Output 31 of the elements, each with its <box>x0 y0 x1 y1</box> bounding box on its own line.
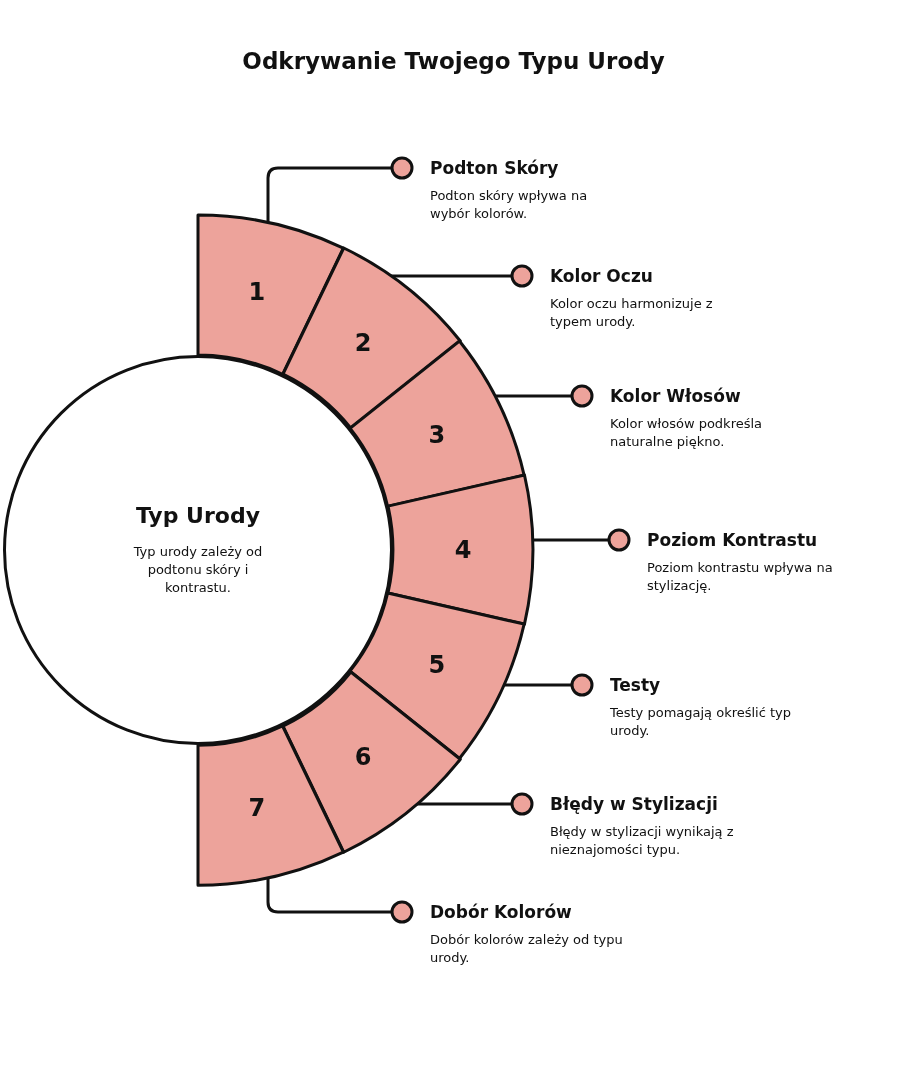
segment-number: 7 <box>248 794 266 823</box>
center-heading: Typ Urody <box>135 503 261 529</box>
connector-line <box>416 792 534 816</box>
item-description: Podton skóry wpływa na wybór kolorów. <box>430 187 589 223</box>
diagram-title: Odkrywanie Twojego Typu Urody <box>241 48 666 74</box>
segment-number: 4 <box>454 536 472 564</box>
item-description: Kolor włosów podkreśla naturalne piękno. <box>610 415 764 451</box>
connector-line <box>390 264 534 288</box>
item-heading: Podton Skóry <box>430 157 560 180</box>
segment-number: 3 <box>428 421 446 449</box>
connector-line <box>532 528 631 552</box>
item-description: Testy pomagają określić typ urody. <box>610 704 793 740</box>
item-heading: Błędy w Stylizacji <box>550 793 719 816</box>
segment-number: 1 <box>248 277 266 306</box>
segment-number: 6 <box>354 743 372 772</box>
item-description: Kolor oczu harmonizuje z typem urody. <box>550 295 714 331</box>
connector-line <box>504 673 594 697</box>
connector-line <box>266 156 414 223</box>
item-description: Poziom kontrastu wpływa na stylizację. <box>647 559 834 595</box>
segment-number: 5 <box>428 650 446 679</box>
item-heading: Kolor Oczu <box>550 265 654 288</box>
item-description: Błędy w stylizacji wynikają z nieznajomości typu. <box>550 823 735 859</box>
item-heading: Dobór Kolorów <box>430 901 573 924</box>
item-description: Dobór kolorów zależy od typu urody. <box>430 931 624 967</box>
connector-line <box>495 384 594 408</box>
item-heading: Poziom Kontrastu <box>647 529 819 552</box>
item-heading: Testy <box>610 674 662 697</box>
center-description: Typ urody zależy od podtonu skóry i kontrastu. <box>132 543 264 597</box>
item-heading: Kolor Włosów <box>610 385 742 408</box>
connector-line <box>266 877 414 924</box>
segment-number: 2 <box>354 328 372 357</box>
